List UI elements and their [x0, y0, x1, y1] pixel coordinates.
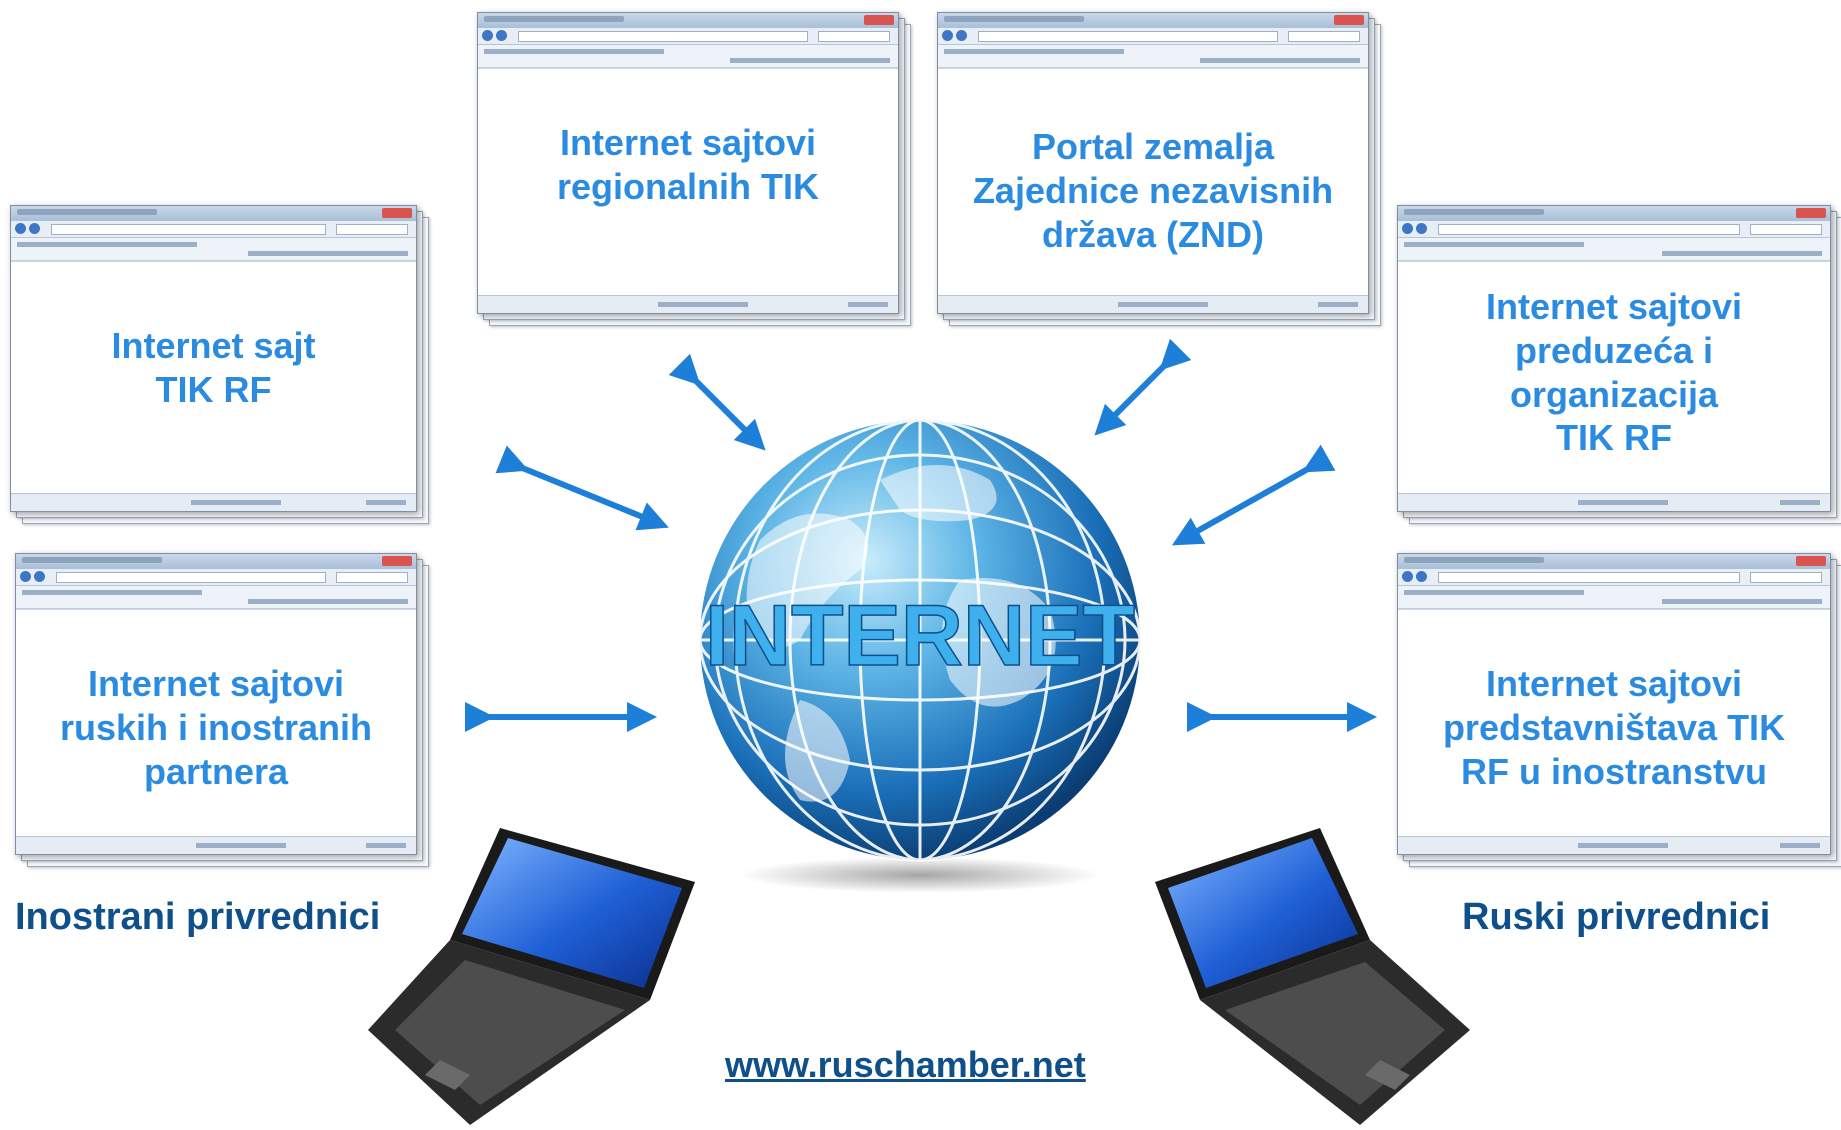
arrow-enterprises	[1171, 444, 1336, 546]
globe-icon: INTERNET	[698, 418, 1142, 893]
laptop-icon	[368, 828, 695, 1125]
arrow-tik-rf	[495, 445, 669, 531]
laptop-icon	[1155, 828, 1470, 1125]
window-partners-text: Internet sajtovi ruskih i inostranih par…	[59, 663, 373, 792]
internet-label: INTERNET	[705, 588, 1135, 684]
left-caption: Inostrani privrednici	[15, 896, 381, 938]
arrow-cis-portal	[1094, 338, 1192, 436]
right-caption: Ruski privrednici	[1462, 896, 1771, 938]
arrow-regional	[668, 353, 766, 451]
window-tik-rf-text: Internet sajt TIK RF	[111, 324, 316, 410]
window-enterprises-text: Internet sajtovi preduzeća i organizacij…	[1485, 285, 1743, 459]
ruschamber-link[interactable]: www.ruschamber.net	[725, 1044, 1086, 1085]
window-representations-text: Internet sajtovi predstavništava TIK RF …	[1442, 663, 1786, 792]
window-regional-sites-text: Internet sajtovi regionalnih TIK	[556, 122, 819, 207]
window-cis-portal-text: Portal zemalja Zajednice nezavisnih drža…	[972, 126, 1334, 255]
